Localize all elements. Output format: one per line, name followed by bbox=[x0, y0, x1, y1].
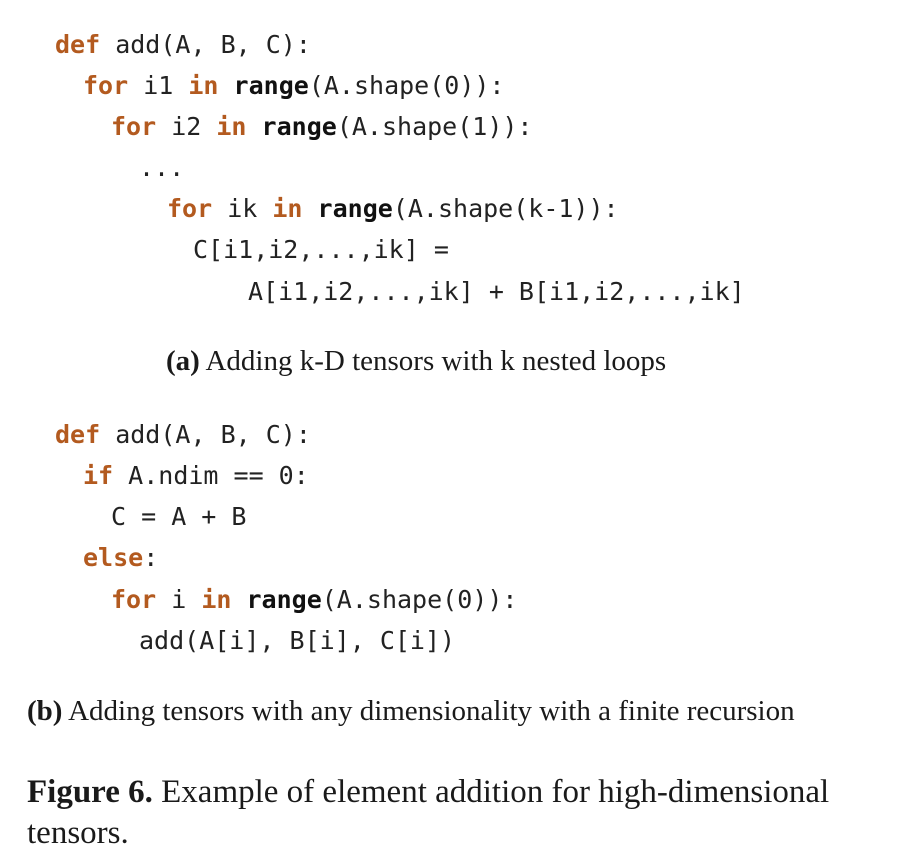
code-line: A[i1,i2,...,ik] + B[i1,i2,...,ik] bbox=[248, 277, 745, 306]
keyword: in bbox=[216, 112, 247, 141]
keyword: for bbox=[167, 194, 213, 223]
keyword: for bbox=[83, 71, 129, 100]
code-text: add(A, B, C): bbox=[100, 420, 311, 449]
keyword: in bbox=[272, 194, 303, 223]
code-text: (A.shape(1)): bbox=[336, 112, 533, 141]
caption-text: Adding tensors with any dimensionality w… bbox=[62, 695, 795, 727]
subfigure-label: (a) bbox=[166, 345, 200, 377]
subfigure-label: (b) bbox=[27, 695, 63, 727]
builtin-function: range bbox=[246, 585, 322, 614]
code-text: ik bbox=[212, 194, 273, 223]
code-line: def add(A, B, C): bbox=[55, 420, 311, 450]
code-text bbox=[246, 112, 261, 141]
code-text bbox=[218, 71, 233, 100]
keyword: def bbox=[55, 30, 101, 59]
code-text: (A.shape(0)): bbox=[321, 585, 518, 614]
caption-text: Example of element addition for high-dim… bbox=[27, 774, 830, 851]
builtin-function: range bbox=[317, 194, 393, 223]
code-text: i2 bbox=[156, 112, 217, 141]
code-text: i bbox=[156, 585, 202, 614]
code-text: : bbox=[143, 543, 159, 572]
code-text: A.ndim == 0: bbox=[113, 461, 309, 490]
keyword: in bbox=[188, 71, 219, 100]
code-line: C = A + B bbox=[111, 502, 247, 531]
code-line: if A.ndim == 0: bbox=[83, 461, 309, 491]
code-line: for i1 in range(A.shape(0)): bbox=[83, 71, 504, 101]
code-line: C[i1,i2,...,ik] = bbox=[193, 235, 449, 264]
figure-label: Figure 6. bbox=[27, 774, 153, 810]
code-text: (A.shape(0)): bbox=[308, 71, 505, 100]
code-text: (A.shape(k-1)): bbox=[392, 194, 619, 223]
keyword: for bbox=[111, 112, 157, 141]
code-text: i1 bbox=[128, 71, 189, 100]
code-line: else: bbox=[83, 543, 158, 573]
code-text bbox=[231, 585, 246, 614]
code-line: for i2 in range(A.shape(1)): bbox=[111, 112, 532, 142]
keyword: def bbox=[55, 420, 101, 449]
code-line: ... bbox=[139, 153, 185, 182]
keyword: if bbox=[83, 461, 114, 490]
builtin-function: range bbox=[261, 112, 337, 141]
code-line: for i in range(A.shape(0)): bbox=[111, 585, 517, 615]
subfigure-caption-a: (a) Adding k-D tensors with k nested loo… bbox=[166, 345, 666, 378]
keyword: else bbox=[83, 543, 144, 572]
code-text: add(A, B, C): bbox=[100, 30, 311, 59]
figure-caption: Figure 6. Example of element addition fo… bbox=[27, 772, 867, 854]
code-text bbox=[302, 194, 317, 223]
code-line: def add(A, B, C): bbox=[55, 30, 311, 60]
caption-text: Adding k-D tensors with k nested loops bbox=[199, 345, 667, 377]
code-line: for ik in range(A.shape(k-1)): bbox=[167, 194, 619, 224]
subfigure-caption-b: (b) Adding tensors with any dimensionali… bbox=[27, 695, 795, 728]
keyword: in bbox=[201, 585, 232, 614]
builtin-function: range bbox=[233, 71, 309, 100]
code-line: add(A[i], B[i], C[i]) bbox=[139, 626, 456, 655]
keyword: for bbox=[111, 585, 157, 614]
